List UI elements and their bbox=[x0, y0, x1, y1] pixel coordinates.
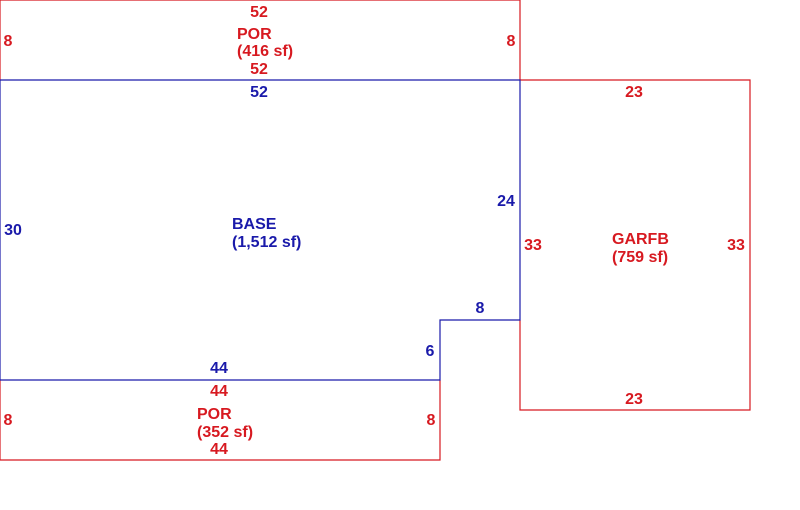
garage-outline bbox=[519, 79, 751, 411]
por-top-outline bbox=[0, 0, 521, 80]
garage-area: (759 sf) bbox=[612, 249, 668, 266]
base-area: (1,512 sf) bbox=[232, 234, 301, 251]
por-bottom-area: (352 sf) bbox=[197, 424, 253, 441]
garage-dim-top: 23 bbox=[625, 84, 643, 101]
por-top-dim-bottom: 52 bbox=[250, 61, 268, 78]
base-dim-left: 30 bbox=[4, 222, 22, 239]
garage-dim-left: 33 bbox=[524, 237, 542, 254]
por-top-dim-top: 52 bbox=[250, 4, 268, 21]
base-dim-bottom: 44 bbox=[210, 360, 228, 377]
base-name: BASE bbox=[232, 216, 277, 233]
por-top-name: POR bbox=[237, 26, 272, 43]
por-bottom-dim-right: 8 bbox=[427, 412, 436, 429]
base-dim-step-top: 8 bbox=[476, 300, 485, 317]
por-top-dim-left: 8 bbox=[4, 33, 13, 50]
base-dim-step-side: 6 bbox=[426, 343, 435, 360]
base-dim-top: 52 bbox=[250, 84, 268, 101]
por-bottom-outline bbox=[0, 380, 441, 461]
base-outline bbox=[0, 79, 521, 381]
por-bottom-dim-bottom: 44 bbox=[210, 441, 228, 458]
por-bottom-dim-left: 8 bbox=[4, 412, 13, 429]
garage-dim-bottom: 23 bbox=[625, 391, 643, 408]
por-top-area: (416 sf) bbox=[237, 43, 293, 60]
base-dim-right: 24 bbox=[497, 193, 515, 210]
garage-dim-right: 33 bbox=[727, 237, 745, 254]
por-top-dim-right: 8 bbox=[507, 33, 516, 50]
por-bottom-dim-top: 44 bbox=[210, 383, 228, 400]
garage-name: GARFB bbox=[612, 231, 669, 248]
por-bottom-name: POR bbox=[197, 406, 232, 423]
